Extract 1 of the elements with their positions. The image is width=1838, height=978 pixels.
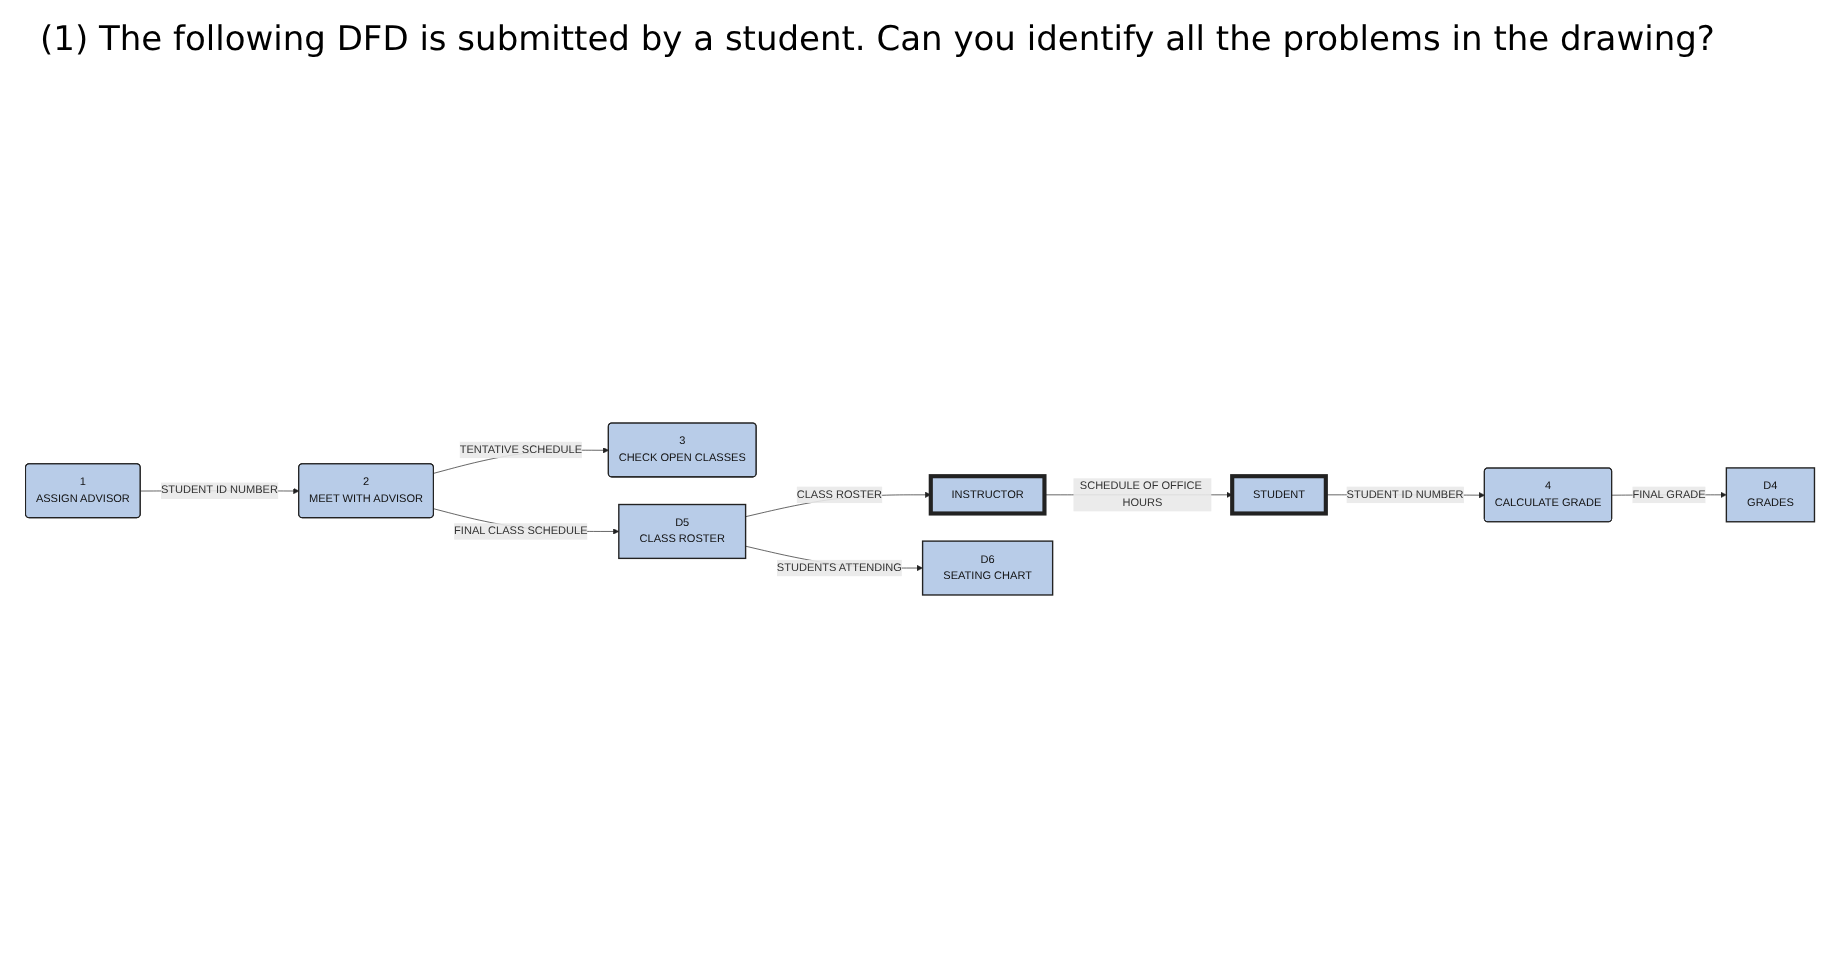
question-title: (1) The following DFD is submitted by a student. Can you identify all the problems in the drawing? [40, 20, 1717, 60]
